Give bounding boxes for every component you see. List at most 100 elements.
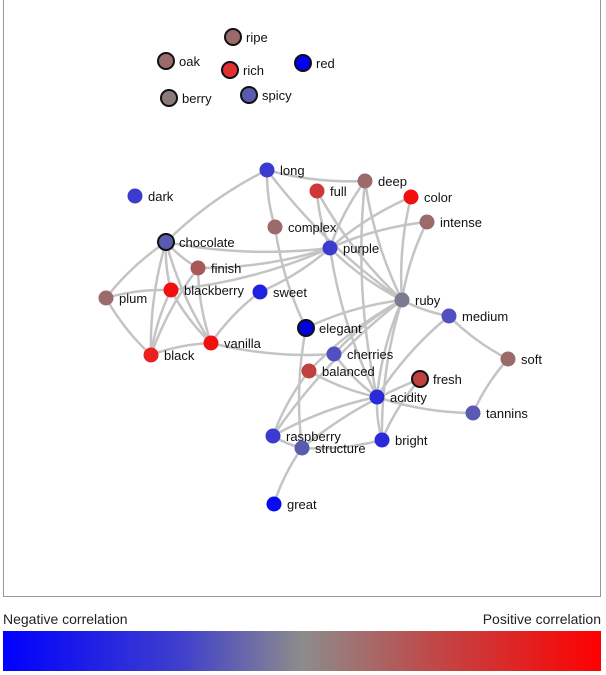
node-circle-elegant[interactable] [297,319,315,337]
node-dark[interactable]: dark [127,188,174,205]
node-blackberry[interactable]: blackberry [163,282,245,299]
node-chocolate[interactable]: chocolate [157,233,235,251]
node-circle-structure[interactable] [294,440,310,456]
edge-full-ruby [315,190,403,301]
node-acidity[interactable]: acidity [369,389,428,406]
node-cherries[interactable]: cherries [326,346,394,363]
positive-correlation-label: Positive correlation [482,611,601,627]
edge-vanilla-cherries [210,341,335,357]
node-circle-great[interactable] [266,496,282,512]
node-circle-vanilla[interactable] [203,335,219,351]
node-spicy[interactable]: spicy [240,86,292,104]
node-label-chocolate: chocolate [179,235,235,250]
node-plum[interactable]: plum [98,290,148,307]
node-circle-raspberry[interactable] [265,428,281,444]
edge-blackberry-purple [170,246,331,292]
edge-finish-black [149,267,199,356]
edge-purple-ruby [329,247,403,302]
node-ripe[interactable]: ripe [224,28,268,46]
node-circle-complex[interactable] [267,219,283,235]
node-circle-bright[interactable] [374,432,390,448]
node-label-oak: oak [179,54,200,69]
node-label-vanilla: vanilla [224,336,262,351]
node-circle-red[interactable] [294,54,312,72]
edge-ruby-raspberry [271,299,403,437]
node-label-rich: rich [243,63,264,78]
node-balanced[interactable]: balanced [301,363,375,380]
node-sweet[interactable]: sweet [252,284,308,301]
node-soft[interactable]: soft [500,351,543,368]
node-circle-sweet[interactable] [252,284,268,300]
node-circle-balanced[interactable] [301,363,317,379]
node-circle-full[interactable] [309,183,325,199]
node-finish[interactable]: finish [190,260,242,277]
node-long[interactable]: long [259,162,305,179]
node-circle-tannins[interactable] [465,405,481,421]
node-vanilla[interactable]: vanilla [203,335,262,352]
correlation-color-scale [3,631,601,671]
node-color[interactable]: color [403,189,453,206]
node-circle-color[interactable] [403,189,419,205]
node-circle-intense[interactable] [419,214,435,230]
node-circle-black[interactable] [143,347,159,363]
node-circle-dark[interactable] [127,188,143,204]
node-circle-berry[interactable] [160,89,178,107]
edge-purple-acidity [328,247,379,398]
node-circle-plum[interactable] [98,290,114,306]
node-circle-rich[interactable] [221,61,239,79]
node-fresh[interactable]: fresh [411,370,462,388]
node-label-medium: medium [462,309,508,324]
node-complex[interactable]: complex [267,219,337,236]
edge-acidity-raspberry [272,395,378,438]
node-circle-long[interactable] [259,162,275,178]
node-label-soft: soft [521,352,542,367]
node-ruby[interactable]: ruby [394,292,441,309]
edge-ruby-balanced [308,298,403,372]
edge-acidity-tannins [376,395,474,415]
node-circle-acidity[interactable] [369,389,385,405]
node-label-finish: finish [211,261,241,276]
node-circle-fresh[interactable] [411,370,429,388]
node-elegant[interactable]: elegant [297,319,362,337]
node-medium[interactable]: medium [441,308,509,325]
node-circle-chocolate[interactable] [157,233,175,251]
node-circle-ripe[interactable] [224,28,242,46]
node-circle-ruby[interactable] [394,292,410,308]
edge-medium-acidity [375,315,450,398]
node-rich[interactable]: rich [221,61,264,79]
node-oak[interactable]: oak [157,52,200,70]
edge-long-deep [266,168,366,183]
edge-deep-acidity [360,180,379,398]
node-circle-cherries[interactable] [326,346,342,362]
node-tannins[interactable]: tannins [465,405,529,422]
node-berry[interactable]: berry [160,89,212,107]
node-label-berry: berry [182,91,212,106]
node-red[interactable]: red [294,54,335,72]
node-label-fresh: fresh [433,372,462,387]
node-intense[interactable]: intense [419,214,482,231]
node-circle-soft[interactable] [500,351,516,367]
node-label-raspberry: raspberry [286,429,341,444]
edge-plum-black [104,297,152,356]
node-black[interactable]: black [143,347,195,364]
node-deep[interactable]: deep [357,173,407,190]
node-circle-deep[interactable] [357,173,373,189]
node-circle-oak[interactable] [157,52,175,70]
node-raspberry[interactable]: raspberry [265,428,342,445]
node-label-structure: structure [315,441,366,456]
edge-ruby-bright [380,299,404,441]
node-bright[interactable]: bright [374,432,428,449]
node-circle-purple[interactable] [322,240,338,256]
node-full[interactable]: full [309,183,347,200]
node-purple[interactable]: purple [322,240,380,257]
node-circle-medium[interactable] [441,308,457,324]
node-label-sweet: sweet [273,285,307,300]
node-structure[interactable]: structure [294,440,366,457]
node-circle-blackberry[interactable] [163,282,179,298]
node-label-complex: complex [288,220,337,235]
node-great[interactable]: great [266,496,318,513]
node-circle-spicy[interactable] [240,86,258,104]
node-circle-finish[interactable] [190,260,206,276]
node-label-deep: deep [378,174,407,189]
